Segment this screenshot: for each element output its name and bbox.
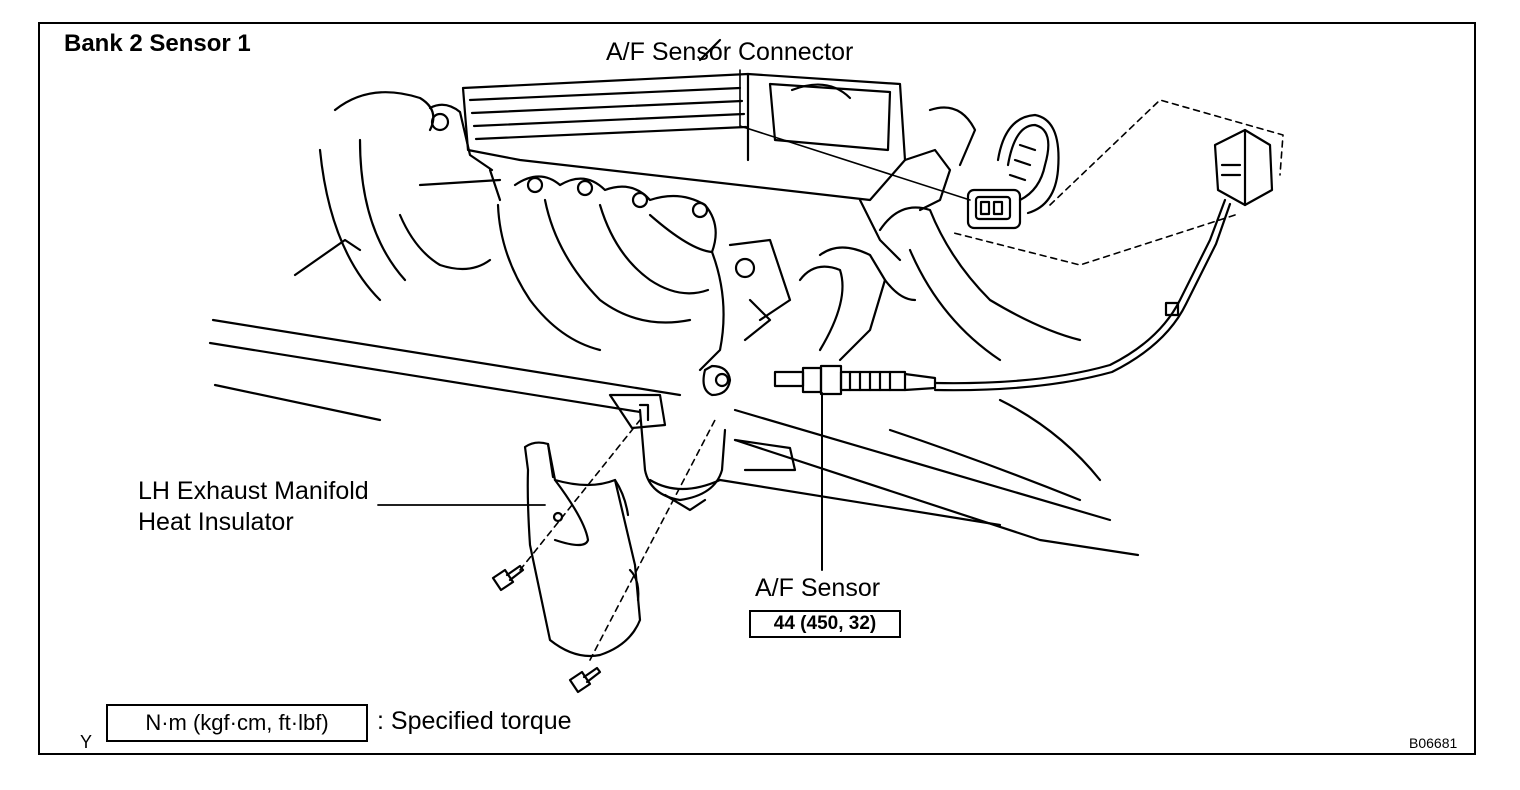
af-sensor-connector-label: A/F Sensor Connector bbox=[606, 38, 854, 66]
torque-units-box: N·m (kgf·cm, ft·lbf) bbox=[106, 704, 368, 742]
page-title: Bank 2 Sensor 1 bbox=[64, 30, 251, 57]
figure-code: B06681 bbox=[1409, 735, 1458, 751]
af-sensor-drawing bbox=[773, 364, 937, 396]
bolt-path-dashed bbox=[519, 419, 716, 661]
exhaust-manifold-drawing bbox=[398, 175, 792, 372]
sensor-wire-drawing bbox=[933, 198, 1232, 392]
legend-description: : Specified torque bbox=[377, 707, 572, 735]
af-sensor-label: A/F Sensor bbox=[755, 574, 881, 602]
sensor-boss-drawing bbox=[702, 364, 732, 397]
intake-pipe-drawing bbox=[798, 206, 1082, 362]
af-sensor-torque-box: 44 (450, 32) bbox=[749, 610, 901, 638]
installed-connector-drawing bbox=[966, 113, 1060, 230]
corner-mark: Y bbox=[80, 732, 93, 752]
cylinder-head-drawing bbox=[461, 38, 977, 262]
heat-insulator-drawing bbox=[523, 441, 642, 658]
exhaust-pipe-drawing bbox=[608, 393, 797, 512]
heat-insulator-label-line2: Heat Insulator bbox=[138, 508, 294, 536]
heat-insulator-label-line1: LH Exhaust Manifold bbox=[138, 477, 369, 505]
connector-drawing bbox=[1213, 128, 1274, 207]
bolt-icon bbox=[491, 564, 525, 592]
connector-leader-line bbox=[739, 69, 971, 201]
diagram-frame bbox=[38, 22, 1476, 755]
frame-rail-drawing bbox=[208, 318, 1140, 557]
hose-drawing bbox=[293, 91, 502, 302]
detail-frame-dashed bbox=[949, 99, 1284, 266]
bolt-icon bbox=[568, 666, 602, 694]
